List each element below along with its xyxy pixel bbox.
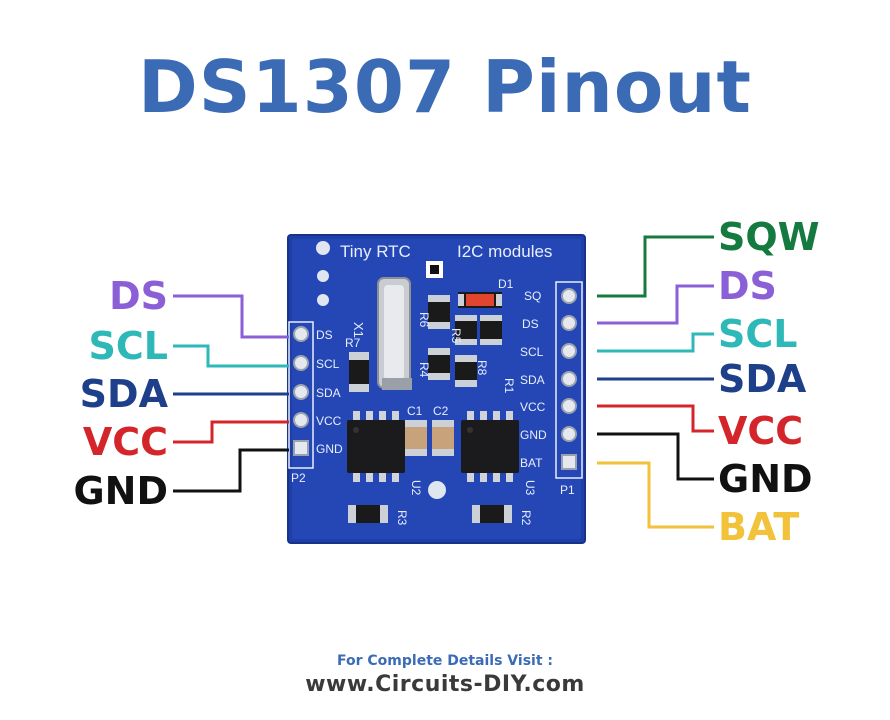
left-wires xyxy=(173,294,289,493)
connector-label-p2: P2 xyxy=(291,471,306,485)
page-title: DS1307 Pinout xyxy=(138,45,752,129)
rtc-board: Tiny RTC I2C modules X1 R7 R6 xyxy=(287,234,586,544)
capacitor-c2 xyxy=(432,420,454,456)
left-pin-label-ds: DS xyxy=(109,274,168,318)
resistor-label-r5: R5 xyxy=(449,328,463,344)
resistor-r1 xyxy=(455,355,477,387)
right-pin-labels: SQW DS SCL SDA VCC GND BAT xyxy=(718,215,820,549)
left-pin-label-vcc: VCC xyxy=(83,420,168,464)
silk-right-pin-0: SQ xyxy=(524,289,541,303)
crystal-x1: X1 xyxy=(351,277,412,390)
resistor-label-r2: R2 xyxy=(519,510,533,526)
silk-left-pin-1: SCL xyxy=(316,357,340,371)
diode-label: D1 xyxy=(498,277,514,291)
silk-left-pin-3: VCC xyxy=(316,414,342,428)
board-header-right: I2C modules xyxy=(457,242,552,261)
chip-u2 xyxy=(347,411,405,482)
right-pin-label-scl: SCL xyxy=(718,312,797,356)
resistor-r4 xyxy=(428,348,450,380)
wire-left-vcc xyxy=(173,420,289,444)
capacitor-c1 xyxy=(405,420,427,456)
silk-right-pin-3: SDA xyxy=(520,373,545,387)
right-pin-label-bat: BAT xyxy=(718,505,799,549)
diode-d1 xyxy=(458,292,502,308)
resistor-r6 xyxy=(428,295,450,329)
left-pin-label-gnd: GND xyxy=(73,469,168,513)
chip-u3 xyxy=(461,411,519,482)
wire-right-vcc xyxy=(597,404,714,433)
wire-right-bat xyxy=(597,461,714,529)
wire-left-ds xyxy=(173,294,289,339)
resistor-r8 xyxy=(480,315,502,345)
wire-left-scl xyxy=(173,344,289,368)
resistor-label-r7: R7 xyxy=(345,336,361,350)
left-pin-labels: DS SCL SDA VCC GND xyxy=(73,274,168,513)
silk-right-pin-5: GND xyxy=(520,428,547,442)
resistor-r3 xyxy=(348,505,388,523)
wire-left-gnd xyxy=(173,448,289,493)
wire-right-sqw xyxy=(597,235,714,298)
chip-label-u3: U3 xyxy=(523,480,537,496)
mounting-hole xyxy=(316,241,330,255)
silk-left-pin-4: GND xyxy=(316,442,343,456)
resistor-label-r3: R3 xyxy=(395,510,409,526)
right-wires xyxy=(597,235,714,529)
wire-right-scl xyxy=(597,332,714,353)
right-pin-label-vcc: VCC xyxy=(718,409,803,453)
silk-right-pin-1: DS xyxy=(522,317,539,331)
wire-right-ds xyxy=(597,284,714,325)
right-pin-label-gnd: GND xyxy=(718,457,813,501)
connector-p1 xyxy=(555,281,583,479)
footer-caption: For Complete Details Visit : xyxy=(337,653,553,669)
board-header-left: Tiny RTC xyxy=(340,242,411,261)
capacitor-label-c1: C1 xyxy=(407,404,423,418)
silk-right-pin-4: VCC xyxy=(520,400,546,414)
resistor-label-r6: R6 xyxy=(417,312,431,328)
silk-right-pin-6: BAT xyxy=(520,456,543,470)
resistor-label-r8: R8 xyxy=(475,360,489,376)
resistor-label-r4: R4 xyxy=(417,362,431,378)
capacitor-label-c2: C2 xyxy=(433,404,449,418)
connector-label-p1: P1 xyxy=(560,483,575,497)
right-pin-label-sqw: SQW xyxy=(718,215,820,259)
left-pin-label-scl: SCL xyxy=(89,324,168,368)
crystal-label: X1 xyxy=(351,322,366,338)
chip-label-u2: U2 xyxy=(409,480,423,496)
right-pin-label-ds: DS xyxy=(718,264,777,308)
silk-left-pin-2: SDA xyxy=(316,386,341,400)
wire-right-gnd xyxy=(597,432,714,481)
resistor-r5 xyxy=(455,315,477,345)
silk-left-pin-0: DS xyxy=(316,328,333,342)
resistor-r2 xyxy=(472,505,512,523)
mounting-hole xyxy=(317,294,329,306)
left-pin-label-sda: SDA xyxy=(80,372,169,416)
right-pin-label-sda: SDA xyxy=(718,357,807,401)
resistor-label-r1: R1 xyxy=(502,378,516,394)
footer-url[interactable]: www.Circuits-DIY.com xyxy=(305,672,585,697)
silk-right-pin-2: SCL xyxy=(520,345,544,359)
resistor-r7 xyxy=(349,352,369,392)
mounting-hole xyxy=(428,481,446,499)
mounting-hole xyxy=(317,270,329,282)
